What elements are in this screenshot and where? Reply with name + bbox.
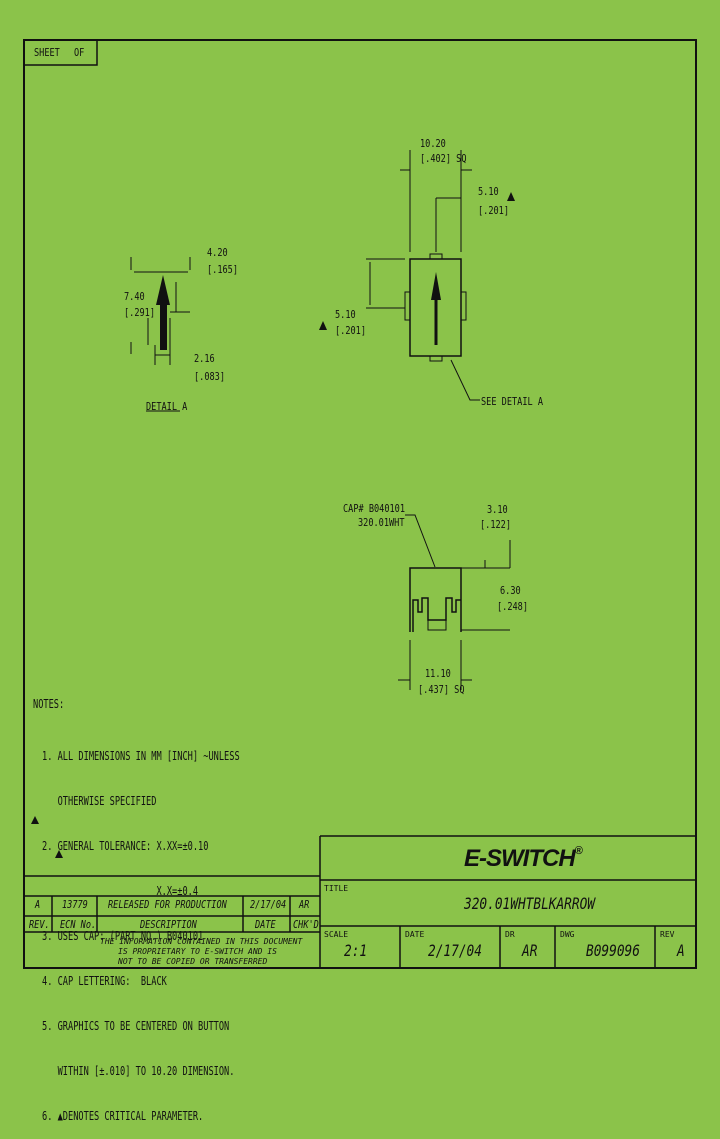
note-line: 4. CAP LETTERING: BLACK [42,974,167,988]
note-line: WITHIN [±.010] TO 10.20 DIMENSION. [42,1064,235,1078]
critical-triangle-icon [31,816,39,824]
drawn-by-label: DR [505,930,515,939]
see-detail-label: SEE DETAIL A [481,395,543,408]
drawing-canvas [23,39,697,969]
side-view [398,514,511,690]
dim-right-offset: 5.10 [478,185,499,198]
dim-left-offset: 5.10 [335,308,356,321]
side-height-in: [.248] [497,600,529,613]
rev-row-ecn: 13779 [62,898,88,911]
dim-top-width: 10.20 [420,137,446,150]
rev-row-chkd: AR [299,898,310,911]
title-block-lines [319,835,696,968]
registered-mark: ® [574,845,583,857]
sheet-box [23,39,98,66]
note-line: OTHERWISE SPECIFIED [42,794,157,808]
sheet-label: SHEET [34,46,60,59]
critical-triangle-icon [55,850,63,858]
sheet-of-label: OF [74,46,85,59]
dim-right-offset-in: [.201] [478,204,510,217]
rev-row-date: 2/17/04 [250,898,287,911]
detail-stem-in: [.083] [194,370,226,383]
side-height: 6.30 [500,584,521,597]
rev-label: REV [660,930,675,939]
side-width: 11.10 [425,667,451,680]
disclaimer-line: THE INFORMATION CONTAINED IN THIS DOCUME… [100,937,303,946]
notes-heading: NOTES: [33,697,65,711]
detail-width: 4.20 [207,246,228,259]
disclaimer-line: NOT TO BE COPIED OR TRANSFERRED [118,957,268,966]
note-line: 1. ALL DIMENSIONS IN MM [INCH] ~UNLESS [42,749,240,763]
rev-header-description: DESCRIPTION [140,918,197,931]
rev-header-ecn: ECN No. [60,918,97,931]
note-line: X.X=±0.4 [42,884,199,898]
drawn-by-value: AR [522,941,538,960]
rev-row-description: RELEASED FOR PRODUCTION [108,898,227,911]
eswitch-logo: E-SWITCH® [464,845,583,873]
rev-header-rev: REV. [29,918,50,931]
note-line: 5. GRAPHICS TO BE CENTERED ON BUTTON [42,1019,230,1033]
rev-header-chkd: CHK'D [293,918,319,931]
side-top-dim: 3.10 [487,503,508,516]
critical-triangle-icon [507,192,515,201]
logo-text: E-SWITCH [464,845,576,872]
rev-row-rev: A [35,898,41,911]
sheet-border [23,39,697,969]
dim-left-offset-in: [.201] [335,324,367,337]
dwg-value: B099096 [586,941,640,960]
critical-triangle-icon [319,321,327,330]
note-line: 3. USES CAP: (PART NO.) B040101 [42,929,204,943]
detail-a-drawing [130,257,191,365]
revision-table-lines [24,875,320,933]
detail-height: 7.40 [124,290,145,303]
top-view [366,150,480,401]
side-width-in: [.437] SQ [418,683,465,696]
detail-title: DETAIL A [146,400,188,413]
note-line: 2. GENERAL TOLERANCE: X.XX=±0.10 [42,839,209,853]
side-top-dim-in: [.122] [480,518,512,531]
scale-label: SCALE [324,930,349,939]
drawing-title: 320.01WHTBLKARROW [464,894,596,913]
rev-value: A [677,941,685,960]
disclaimer-line: IS PROPRIETARY TO E-SWITCH AND IS [118,947,277,956]
note-line: 6. ▲DENOTES CRITICAL PARAMETER. [42,1109,204,1123]
detail-arrow [156,275,170,350]
dim-top-width-in: [.402] SQ [420,152,467,165]
title-label: TITLE [324,884,349,893]
date-label: DATE [405,930,425,939]
dwg-label: DWG [560,930,575,939]
detail-width-in: [.165] [207,263,239,276]
scale-value: 2:1 [344,941,368,960]
date-value: 2/17/04 [428,941,482,960]
detail-stem: 2.16 [194,352,215,365]
cap-label-2: 320.01WHT [358,516,405,529]
cap-label-1: CAP# B040101 [343,502,405,515]
detail-height-in: [.291] [124,306,156,319]
rev-header-date: DATE [255,918,276,931]
